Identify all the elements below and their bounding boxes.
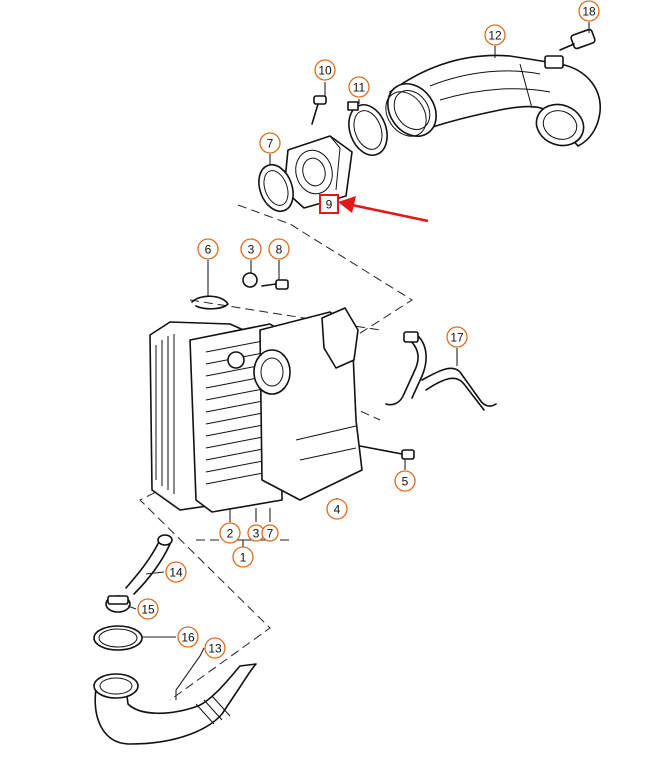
callout-number: 6	[205, 243, 212, 257]
callout-ring	[446, 326, 468, 348]
callout-ring	[240, 238, 262, 260]
cap-part-15	[105, 595, 131, 613]
callout-ring	[232, 546, 254, 568]
callout-ring	[177, 626, 199, 648]
air-filter-housing-part-4	[149, 307, 363, 513]
callout-number: 1	[240, 551, 247, 565]
callout-14: 14	[165, 561, 187, 583]
callout-18: 18	[578, 0, 600, 22]
callout-ring	[204, 637, 226, 659]
callout-ring	[165, 561, 187, 583]
callout-ring	[394, 470, 416, 492]
callout-15: 15	[137, 598, 159, 620]
callout-number: 8	[276, 243, 283, 257]
callout-10: 10	[314, 59, 336, 81]
callout-ring	[219, 522, 241, 544]
callout-6: 6	[197, 238, 219, 260]
callout-number: 13	[208, 642, 222, 656]
screw-part-10	[311, 95, 327, 125]
intake-duct-part-13	[93, 663, 257, 745]
callout-number: 12	[488, 29, 502, 43]
callout-8: 8	[268, 238, 290, 260]
callout-number: 14	[169, 566, 183, 580]
callout-5: 5	[394, 470, 416, 492]
callout-7: 7	[261, 524, 279, 542]
callout-number: 7	[267, 527, 274, 541]
callout-ring	[484, 24, 506, 46]
callout-number: 4	[334, 503, 341, 517]
callout-1: 1	[232, 546, 254, 568]
callout-number: 3	[253, 527, 260, 541]
hose-clamp-part-11	[347, 101, 388, 156]
grommet-part-3	[242, 272, 258, 288]
callout-13: 13	[204, 637, 226, 659]
hose-part-14	[125, 534, 173, 595]
callout-ring	[578, 0, 600, 22]
callout-number: 3	[248, 243, 255, 257]
callout-ring	[268, 238, 290, 260]
screw-part-8	[261, 279, 289, 290]
callout-ring	[314, 59, 336, 81]
callout-number: 2	[227, 527, 234, 541]
highlight-arrow	[338, 196, 429, 223]
callout-number: 9	[326, 198, 333, 212]
intake-hose-part-12	[385, 54, 601, 147]
callout-3: 3	[240, 238, 262, 260]
callout-number: 5	[402, 475, 409, 489]
callout-4: 4	[326, 498, 348, 520]
callout-ring	[137, 598, 159, 620]
breather-pipe-part-17	[385, 331, 497, 411]
callout-ring	[348, 76, 370, 98]
callout-ring	[261, 524, 279, 542]
callout-ring	[326, 498, 348, 520]
callout-2: 2	[219, 522, 241, 544]
callout-number: 16	[181, 631, 195, 645]
mesh-filter-part-16	[93, 625, 143, 651]
callout-12: 12	[484, 24, 506, 46]
callout-7: 7	[259, 132, 281, 154]
callout-number: 17	[450, 331, 464, 345]
callout-17: 17	[446, 326, 468, 348]
callout-ring	[197, 238, 219, 260]
callout-9: 9	[319, 194, 339, 214]
screw-part-5	[359, 445, 415, 460]
o-ring-part-7	[258, 163, 294, 213]
callout-number: 15	[141, 603, 155, 617]
sensor-part-18	[559, 28, 596, 51]
callout-number: 10	[318, 64, 332, 78]
callout-ring	[259, 132, 281, 154]
highlight-box	[319, 194, 339, 214]
callout-16: 16	[177, 626, 199, 648]
air-mass-meter-part-9	[283, 135, 353, 209]
clip-part-6	[191, 295, 229, 310]
callout-11: 11	[348, 76, 370, 98]
callout-number: 11	[353, 81, 366, 95]
callout-number: 18	[582, 5, 596, 19]
callout-number: 7	[267, 137, 274, 151]
